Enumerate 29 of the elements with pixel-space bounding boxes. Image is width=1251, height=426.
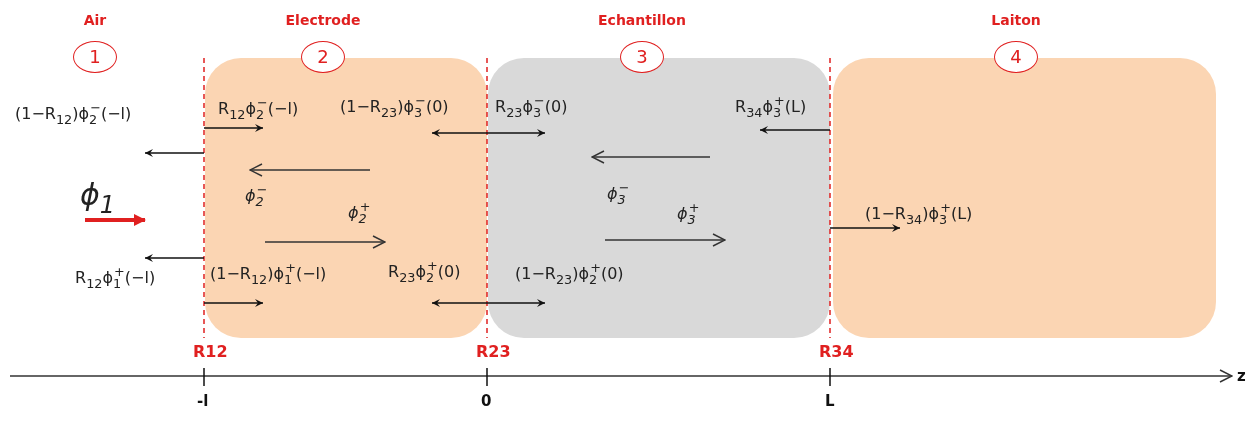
- flux-formula: R$_{12}$ϕ$_{2}$$^{−}$(−l): [218, 94, 299, 124]
- reflection-coefficient: R34: [819, 342, 854, 362]
- flux-formula: R$_{34}$ϕ$_{3}$$^{+}$(L): [735, 92, 807, 122]
- flux-arrow: [431, 129, 546, 137]
- flux-symbol: ϕ$_{1}$: [80, 178, 116, 222]
- region-name: Air: [83, 12, 107, 28]
- tick-label: L: [825, 391, 835, 411]
- flux-formula: (1−R$_{34}$)ϕ$_{3}$$^{+}$(L): [865, 199, 973, 229]
- flux-formula: R$_{12}$ϕ$_{1}$$^{+}$(−l): [75, 263, 156, 293]
- flux-formula: (1−R$_{12}$)ϕ$_{1}$$^{+}$(−l): [210, 259, 327, 289]
- flux-formula: (1−R$_{23}$)ϕ$_{3}$$^{−}$(0): [340, 92, 449, 122]
- flux-formula: R$_{23}$ϕ$_{3}$$^{−}$(0): [495, 92, 568, 122]
- region-number: 2: [301, 41, 345, 73]
- region-number: 3: [620, 41, 664, 73]
- region-number: 4: [994, 41, 1038, 73]
- flux-formula: R$_{23}$ϕ$_{2}$$^{+}$(0): [388, 257, 461, 287]
- tick-label: -l: [197, 391, 209, 411]
- region-name: Laiton: [991, 12, 1041, 28]
- region-name: Electrode: [285, 12, 361, 28]
- flux-formula: (1−R$_{23}$)ϕ$_{2}$$^{+}$(0): [515, 259, 624, 289]
- region-number: 1: [73, 41, 117, 73]
- reflection-coefficient: R12: [193, 342, 228, 362]
- reflection-coefficient: R23: [476, 342, 511, 362]
- region-name: Echantillon: [598, 12, 686, 28]
- flux-arrow: [431, 299, 546, 307]
- tick-label: 0: [481, 391, 492, 411]
- flux-arrow: [829, 224, 901, 232]
- axis-label: z: [1237, 366, 1246, 386]
- flux-formula: (1−R$_{12}$)ϕ$_{2}$$^{−}$(−l): [15, 99, 132, 129]
